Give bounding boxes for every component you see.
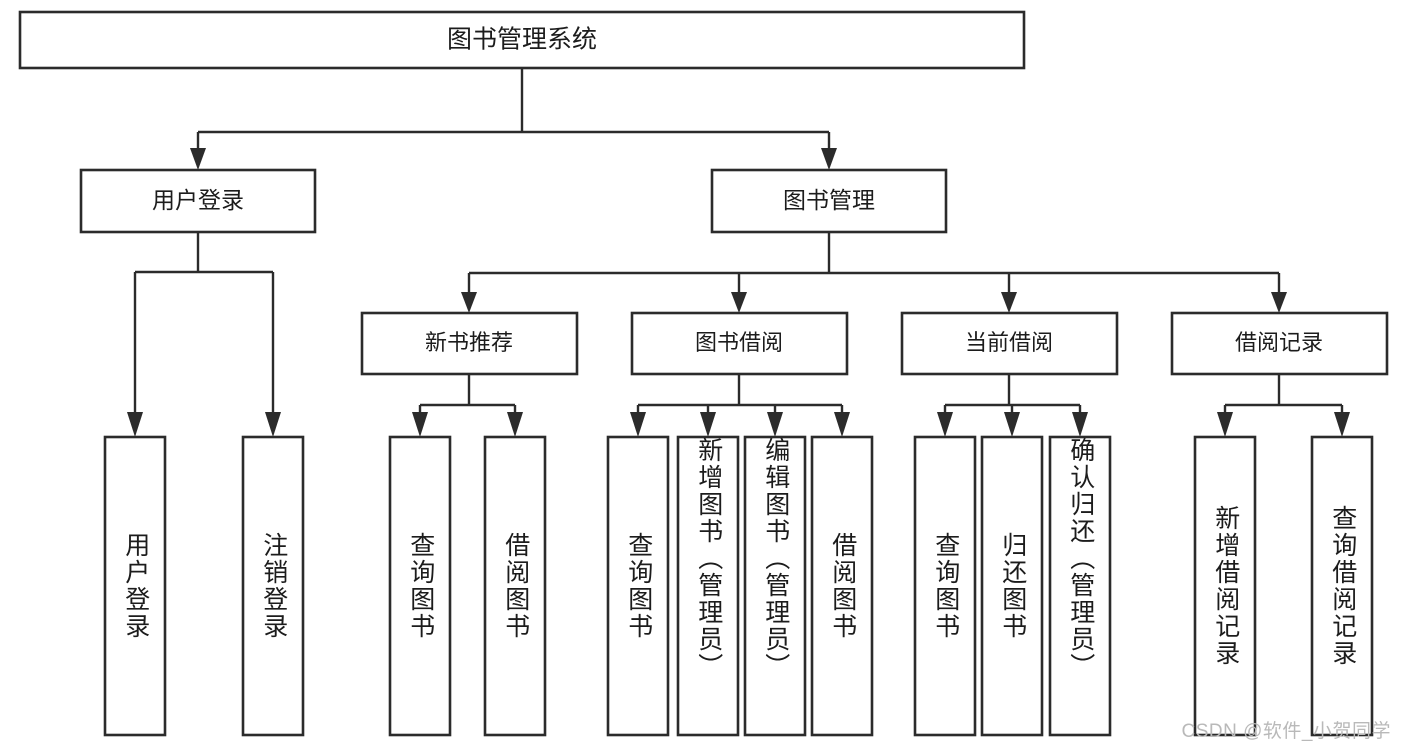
leaf-box-return-book[interactable]: [980, 435, 1044, 737]
arrow-head-bb-leaf-3: [767, 412, 783, 437]
arrow-head-current-borrow: [1001, 292, 1017, 313]
node-current-borrow-label: 当前借阅: [965, 330, 1053, 355]
leaf-box-group: [103, 435, 1374, 737]
arrow-head-leaf-user-login: [127, 412, 143, 437]
connector-group-user-login: [127, 232, 281, 437]
node-new-book-recommend-label: 新书推荐: [425, 330, 513, 355]
connector-group-new-book-rec: [412, 374, 523, 437]
node-user-login-label: 用户登录: [152, 187, 244, 213]
node-new-book-recommend-box[interactable]: [360, 311, 579, 376]
node-user-login[interactable]: 用户登录: [79, 168, 317, 234]
connector-group-book-borrow: [630, 374, 850, 437]
connector-group-root: [190, 68, 837, 170]
watermark: CSDN @软件_小贺同学: [1181, 721, 1391, 742]
node-book-management[interactable]: 图书管理: [710, 168, 948, 234]
leaf-box-query-book-nbr[interactable]: [388, 435, 452, 737]
arrow-head-bb-leaf-1: [630, 412, 646, 437]
node-book-borrow[interactable]: 图书借阅: [630, 311, 849, 376]
node-borrow-record-box[interactable]: [1170, 311, 1389, 376]
arrow-head-book-mgmt: [821, 148, 837, 170]
leaf-box-edit-book-admin[interactable]: [743, 435, 807, 737]
node-borrow-record-label: 借阅记录: [1235, 330, 1323, 355]
leaf-box-logout[interactable]: [241, 435, 305, 737]
arrow-head-nbr-leaf-1: [412, 412, 428, 437]
arrow-head-borrow-record: [1271, 292, 1287, 313]
arrow-head-leaf-logout: [265, 412, 281, 437]
leaf-box-add-borrow-record[interactable]: [1193, 435, 1257, 737]
leaf-box-query-book-bb[interactable]: [606, 435, 670, 737]
arrow-head-br-leaf-1: [1217, 412, 1233, 437]
node-book-borrow-label: 图书借阅: [695, 330, 783, 355]
node-book-borrow-box[interactable]: [630, 311, 849, 376]
node-root[interactable]: 图书管理系统: [18, 10, 1026, 70]
arrow-head-cb-leaf-3: [1072, 412, 1088, 437]
arrow-head-cb-leaf-1: [937, 412, 953, 437]
node-root-box[interactable]: [18, 10, 1026, 70]
node-user-login-box[interactable]: [79, 168, 317, 234]
connector-group-current-borrow: [937, 374, 1088, 437]
node-new-book-recommend[interactable]: 新书推荐: [360, 311, 579, 376]
leaf-box-user-login[interactable]: [103, 435, 167, 737]
arrow-head-bb-leaf-2: [700, 412, 716, 437]
leaf-box-borrow-book-bb[interactable]: [810, 435, 874, 737]
leaf-box-query-borrow-record[interactable]: [1310, 435, 1374, 737]
node-root-label: 图书管理系统: [447, 26, 597, 54]
node-book-management-label: 图书管理: [783, 187, 875, 213]
arrow-head-user-login: [190, 148, 206, 170]
arrow-head-nbr-leaf-2: [507, 412, 523, 437]
node-current-borrow[interactable]: 当前借阅: [900, 311, 1119, 376]
arrow-head-bb-leaf-4: [834, 412, 850, 437]
arrow-head-br-leaf-2: [1334, 412, 1350, 437]
leaf-box-query-book-cb[interactable]: [913, 435, 977, 737]
connector-group-book-mgmt: [461, 232, 1287, 313]
node-borrow-record[interactable]: 借阅记录: [1170, 311, 1389, 376]
arrow-head-cb-leaf-2: [1004, 412, 1020, 437]
leaf-box-confirm-return-admin[interactable]: [1048, 435, 1112, 737]
arrow-head-new-book-rec: [461, 292, 477, 313]
node-book-management-box[interactable]: [710, 168, 948, 234]
node-current-borrow-box[interactable]: [900, 311, 1119, 376]
leaf-box-add-book-admin[interactable]: [676, 435, 740, 737]
connector-group-borrow-record: [1217, 374, 1350, 437]
leaf-box-borrow-book-nbr[interactable]: [483, 435, 547, 737]
arrow-head-book-borrow: [731, 292, 747, 313]
